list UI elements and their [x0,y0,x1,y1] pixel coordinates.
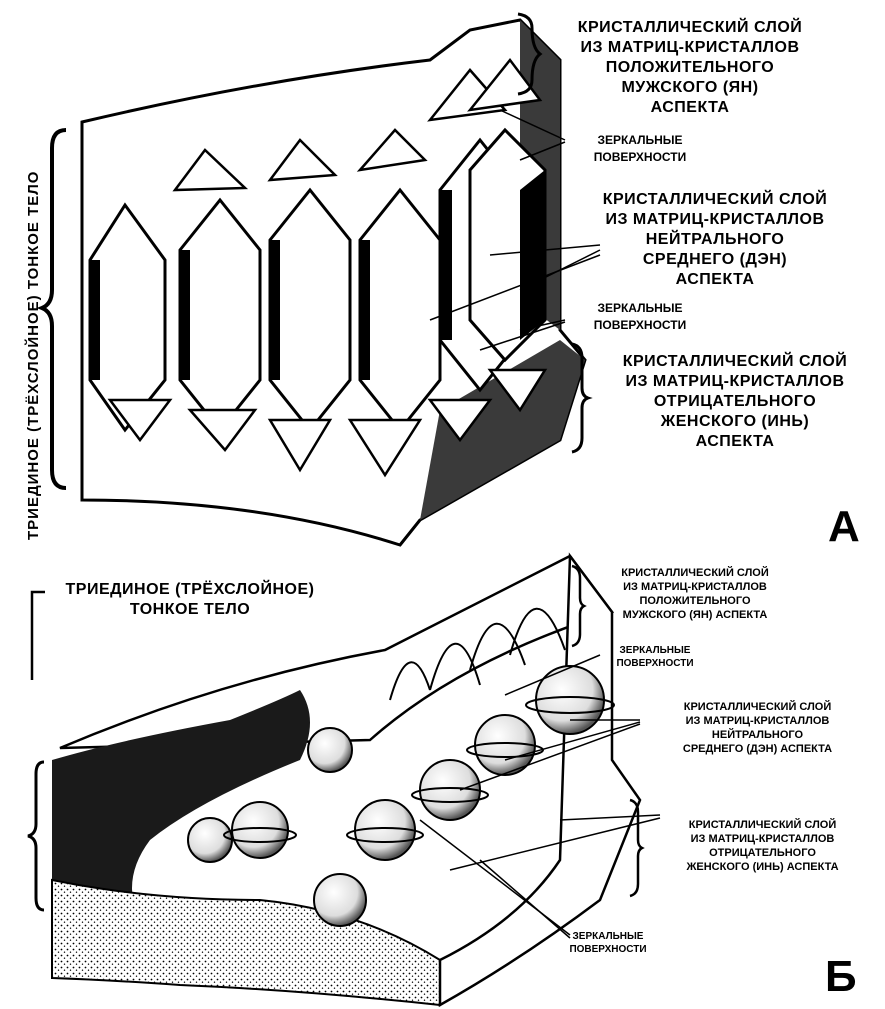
label-line: ЗЕРКАЛЬНЫЕ [553,930,663,943]
label-line: ИЗ МАТРИЦ-КРИСТАЛЛОВ [565,210,865,230]
panel-b-bottom-layer-label: КРИСТАЛЛИЧЕСКИЙ СЛОЙ ИЗ МАТРИЦ-КРИСТАЛЛО… [650,818,875,874]
label-line: КРИСТАЛЛИЧЕСКИЙ СЛОЙ [545,18,835,38]
label-line: ПОВЕРХНОСТИ [553,943,663,956]
panel-b-brace [28,762,44,910]
label-line: КРИСТАЛЛИЧЕСКИЙ СЛОЙ [590,352,880,372]
label-line: МУЖСКОГО (ЯН) [545,78,835,98]
panel-b-top-layer-label: КРИСТАЛЛИЧЕСКИЙ СЛОЙ ИЗ МАТРИЦ-КРИСТАЛЛО… [580,566,810,622]
label-line: АСПЕКТА [545,98,835,118]
panel-a-drawing [42,14,600,545]
label-line: ОТРИЦАТЕЛЬНОГО [650,846,875,860]
panel-a-middle-layer-label: КРИСТАЛЛИЧЕСКИЙ СЛОЙ ИЗ МАТРИЦ-КРИСТАЛЛО… [565,190,865,290]
label-line: КРИСТАЛЛИЧЕСКИЙ СЛОЙ [645,700,870,714]
label-line: НЕЙТРАЛЬНОГО [565,230,865,250]
panel-a-bottom-layer-label: КРИСТАЛЛИЧЕСКИЙ СЛОЙ ИЗ МАТРИЦ-КРИСТАЛЛО… [590,352,880,452]
label-line: ИЗ МАТРИЦ-КРИСТАЛЛОВ [650,832,875,846]
label-line: ЗЕРКАЛЬНЫЕ [600,644,710,657]
label-line: СРЕДНЕГО (ДЭН) АСПЕКТА [645,742,870,756]
panel-a-mirror-label-2: ЗЕРКАЛЬНЫЕ ПОВЕРХНОСТИ [565,300,715,334]
label-line: КРИСТАЛЛИЧЕСКИЙ СЛОЙ [650,818,875,832]
label-line: ЗЕРКАЛЬНЫЕ [565,132,715,149]
label-line: АСПЕКТА [565,270,865,290]
panel-a-brace [42,130,66,488]
label-line: ЗЕРКАЛЬНЫЕ [565,300,715,317]
label-line: ИЗ МАТРИЦ-КРИСТАЛЛОВ [645,714,870,728]
panel-a-mirror-label-1: ЗЕРКАЛЬНЫЕ ПОВЕРХНОСТИ [565,132,715,166]
label-line: ПОВЕРХНОСТИ [600,657,710,670]
label-line: ЖЕНСКОГО (ИНЬ) АСПЕКТА [650,860,875,874]
label-line: ТОНКОЕ ТЕЛО [40,600,340,620]
panel-b-letter: Б [825,955,857,999]
label-line: ПОЛОЖИТЕЛЬНОГО [545,58,835,78]
label-line: АСПЕКТА [590,432,880,452]
label-line: КРИСТАЛЛИЧЕСКИЙ СЛОЙ [565,190,865,210]
label-line: ПОЛОЖИТЕЛЬНОГО [580,594,810,608]
panel-a-side-label: ТРИЕДИНОЕ (ТРЁХСЛОЙНОЕ) ТОНКОЕ ТЕЛО [25,171,42,540]
label-line: ТРИЕДИНОЕ (ТРЁХСЛОЙНОЕ) [40,580,340,600]
panel-a-letter: А [828,505,860,549]
label-line: ИЗ МАТРИЦ-КРИСТАЛЛОВ [590,372,880,392]
label-line: ИЗ МАТРИЦ-КРИСТАЛЛОВ [545,38,835,58]
label-line: ЖЕНСКОГО (ИНЬ) [590,412,880,432]
label-line: КРИСТАЛЛИЧЕСКИЙ СЛОЙ [580,566,810,580]
panel-b-mirror-label-1: ЗЕРКАЛЬНЫЕ ПОВЕРХНОСТИ [600,644,710,670]
panel-b-lower-face [52,880,440,1005]
panel-b-title: ТРИЕДИНОЕ (ТРЁХСЛОЙНОЕ) ТОНКОЕ ТЕЛО [40,580,340,620]
label-line: СРЕДНЕГО (ДЭН) [565,250,865,270]
panel-a-top-layer-label: КРИСТАЛЛИЧЕСКИЙ СЛОЙ ИЗ МАТРИЦ-КРИСТАЛЛО… [545,18,835,118]
label-line: ПОВЕРХНОСТИ [565,149,715,166]
panel-b-mirror-label-2: ЗЕРКАЛЬНЫЕ ПОВЕРХНОСТИ [553,930,663,956]
panel-b-middle-layer-label: КРИСТАЛЛИЧЕСКИЙ СЛОЙ ИЗ МАТРИЦ-КРИСТАЛЛО… [645,700,870,756]
label-line: ОТРИЦАТЕЛЬНОГО [590,392,880,412]
label-line: МУЖСКОГО (ЯН) АСПЕКТА [580,608,810,622]
label-line: НЕЙТРАЛЬНОГО [645,728,870,742]
label-line: ИЗ МАТРИЦ-КРИСТАЛЛОВ [580,580,810,594]
label-line: ПОВЕРХНОСТИ [565,317,715,334]
